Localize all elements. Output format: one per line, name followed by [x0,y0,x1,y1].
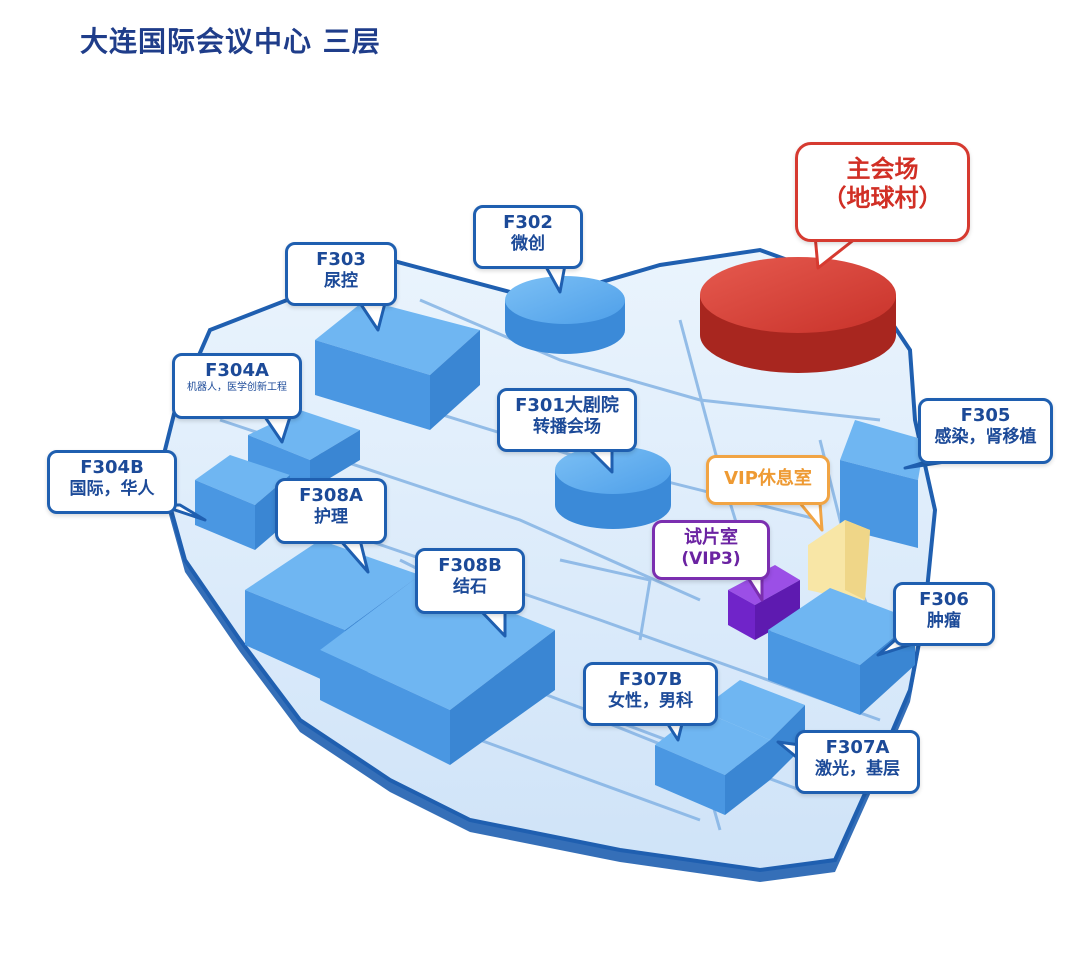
f303-code: F303 [316,249,366,270]
f307a-desc: 激光，基层 [815,758,900,779]
f304a-code: F304A [205,360,269,381]
f308a-label[interactable]: F308A 护理 [275,478,387,544]
f307b-code: F307B [618,669,683,690]
f308a-desc: 护理 [314,506,348,527]
f307b-room[interactable] [655,710,770,815]
f301-desc: 转播会场 [533,416,601,437]
f302-desc: 微创 [511,233,545,254]
f302-label[interactable]: F302 微创 [473,205,583,269]
f305-label[interactable]: F305 感染，肾移植 [918,398,1053,464]
vip-lounge-label[interactable]: VIP休息室 [706,455,830,505]
f306-code: F306 [919,589,969,610]
page-title: 大连国际会议中心 三层 [80,25,381,58]
f305-room[interactable] [840,420,925,548]
main-hall-name: 主会场 [846,155,919,183]
vip-lounge-room[interactable] [808,520,870,600]
f307a-code: F307A [825,737,890,758]
f307b-label[interactable]: F307B 女性，男科 [583,662,718,726]
f303-desc: 尿控 [324,270,358,291]
f302-cylinder[interactable] [505,276,625,354]
vip-lounge-name: VIP休息室 [724,468,812,489]
f305-code: F305 [960,405,1011,426]
f303-label[interactable]: F303 尿控 [285,242,397,306]
f306-desc: 肿瘤 [927,610,961,631]
f307a-label[interactable]: F307A 激光，基层 [795,730,920,794]
f308a-code: F308A [299,485,363,506]
f304a-label[interactable]: F304A 机器人，医学创新工程 [172,353,302,419]
f301-label[interactable]: F301大剧院 转播会场 [497,388,637,452]
trial-room-label[interactable]: 试片室 (VIP3) [652,520,770,580]
trial-room-desc: (VIP3) [681,548,741,569]
f304b-desc: 国际，华人 [69,478,155,499]
main-hall-label[interactable]: 主会场 （地球村） [795,142,970,242]
main-hall-subname: （地球村） [822,183,943,212]
f304b-code: F304B [80,457,144,478]
f308b-code: F308B [438,555,502,576]
f301-code: F301大剧院 [515,395,619,416]
f307b-desc: 女性，男科 [608,690,693,711]
f308b-label[interactable]: F308B 结石 [415,548,525,614]
f305-desc: 感染，肾移植 [934,426,1037,447]
f306-label[interactable]: F306 肿瘤 [893,582,995,646]
f302-code: F302 [503,212,553,233]
f304b-label[interactable]: F304B 国际，华人 [47,450,177,514]
trial-room-name: 试片室 [684,527,738,548]
f304a-desc: 机器人，医学创新工程 [187,381,287,393]
f308b-desc: 结石 [453,576,487,597]
main-hall-cylinder[interactable] [700,257,896,373]
trial-room[interactable] [728,565,800,640]
f303-room[interactable] [315,300,480,430]
